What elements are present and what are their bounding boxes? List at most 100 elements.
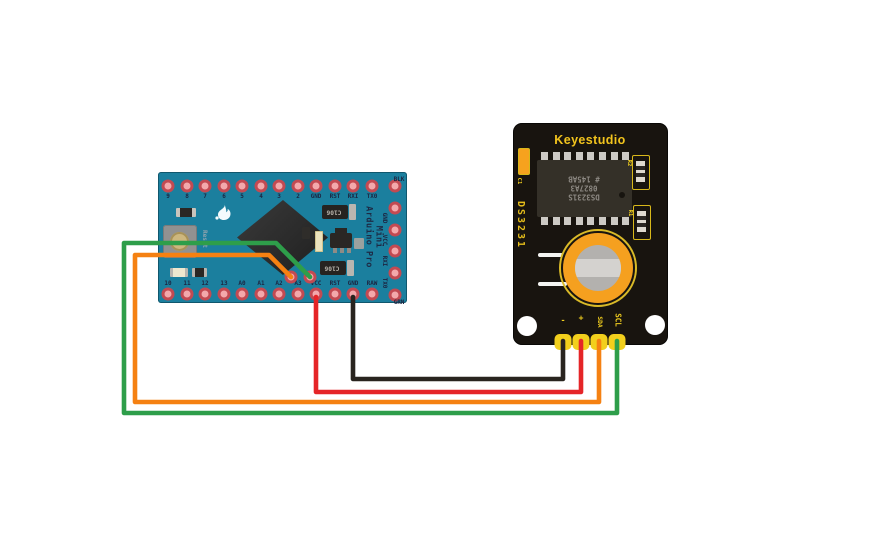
arduino-bottom-pin-a2[interactable] bbox=[272, 287, 286, 301]
capacitor-band bbox=[347, 260, 354, 276]
capacitor-c1 bbox=[518, 148, 530, 175]
rtc-pin-label--: - bbox=[560, 316, 566, 325]
pin-label: 8 bbox=[184, 193, 189, 200]
arduino-top-pin-7[interactable] bbox=[198, 179, 212, 193]
arduino-top-pin-rst[interactable] bbox=[328, 179, 341, 193]
silkscreen-line bbox=[538, 282, 567, 286]
arduino-pin-blk[interactable] bbox=[388, 179, 402, 193]
arduino-bottom-pin-a1[interactable] bbox=[254, 287, 267, 301]
arduino-bottom-pin-raw[interactable] bbox=[365, 287, 378, 301]
arduino-bottom-pin-rst[interactable] bbox=[328, 287, 341, 301]
corner-label-blk: BLK bbox=[393, 176, 405, 183]
arduino-top-pin-rxi[interactable] bbox=[346, 179, 360, 193]
ic-pin1-dot bbox=[619, 192, 625, 198]
battery-highlight bbox=[575, 259, 621, 277]
ic-leg bbox=[599, 217, 606, 225]
voltage-regulator bbox=[330, 233, 352, 248]
arduino-top-pin-8[interactable] bbox=[180, 179, 193, 193]
battery-ring bbox=[559, 229, 637, 307]
pin-label: RAW bbox=[366, 280, 377, 287]
smd-component bbox=[354, 238, 364, 249]
pin-label: VCC bbox=[310, 280, 322, 287]
flame-logo-icon bbox=[215, 203, 231, 220]
arduino-top-pin-gnd[interactable] bbox=[309, 179, 323, 193]
arduino-pin-grn[interactable] bbox=[388, 288, 402, 302]
ic-leg bbox=[610, 217, 618, 225]
ic-leg bbox=[610, 152, 618, 160]
pin-label: A3 bbox=[293, 280, 302, 287]
pin-label: RST bbox=[329, 193, 340, 200]
arduino-top-pin-tx0[interactable] bbox=[365, 179, 378, 193]
arduino-bottom-pin-13[interactable] bbox=[217, 287, 230, 301]
capacitor-c106 bbox=[320, 261, 346, 275]
brand-label: Keyestudio bbox=[554, 133, 626, 147]
wire-vcc-red[interactable] bbox=[313, 294, 584, 395]
pin-label: GND bbox=[310, 193, 322, 200]
arduino-top-pin-6[interactable] bbox=[217, 179, 230, 193]
led bbox=[170, 268, 188, 277]
regulator-tab bbox=[335, 228, 347, 234]
pin-label: 12 bbox=[201, 280, 209, 287]
capacitor-c106 bbox=[322, 205, 348, 219]
ic-leg bbox=[575, 152, 583, 160]
arduino-side-pin-vcc[interactable] bbox=[388, 223, 402, 237]
resistor-r1 bbox=[633, 205, 651, 240]
arduino-bottom-pin-11[interactable] bbox=[180, 287, 193, 301]
pin-label: GND bbox=[347, 280, 359, 287]
regulator-leg bbox=[333, 248, 337, 253]
pin-label: 6 bbox=[221, 193, 226, 200]
rtc-pin-label-+: + bbox=[578, 314, 584, 323]
wire-scl-green[interactable] bbox=[121, 240, 620, 416]
wire-gnd-black[interactable] bbox=[350, 294, 566, 382]
arduino-bottom-pin-a0[interactable] bbox=[235, 287, 249, 301]
pin-label: RST bbox=[329, 280, 340, 287]
pin-label: 5 bbox=[240, 193, 244, 200]
arduino-bottom-pin-10[interactable] bbox=[161, 287, 175, 301]
capacitor-band bbox=[349, 204, 356, 220]
ic-leg bbox=[622, 152, 630, 160]
arduino-board[interactable]: Reset C106 C106 Mini Arduino Pro bbox=[158, 172, 407, 306]
ic-leg bbox=[552, 217, 560, 225]
pin-label: A2 bbox=[275, 280, 283, 287]
mounting-hole bbox=[645, 315, 665, 335]
arduino-top-pin-3[interactable] bbox=[272, 179, 286, 193]
arduino-bottom-pin-a3[interactable] bbox=[291, 287, 304, 301]
pin-label: RXI bbox=[347, 193, 359, 200]
smd-capacitor bbox=[315, 231, 323, 252]
arduino-side-pin-rxi[interactable] bbox=[388, 244, 402, 258]
pin-label: 13 bbox=[219, 280, 228, 287]
ic-leg bbox=[575, 217, 583, 225]
resistor-r1-body bbox=[637, 211, 646, 232]
silkscreen-line bbox=[538, 253, 563, 257]
rtc-board[interactable]: Keyestudio C1 DS3231 DS3231S 0827A3 # 14… bbox=[513, 123, 668, 350]
coin-battery bbox=[575, 245, 621, 291]
resistor-r2-body bbox=[636, 161, 645, 182]
arduino-top-pin-4[interactable] bbox=[254, 179, 267, 193]
arduino-top-pin-9[interactable] bbox=[161, 179, 175, 193]
wire-sda-orange[interactable] bbox=[132, 252, 602, 405]
ic-leg bbox=[599, 152, 606, 160]
arduino-side-pin-gnd[interactable] bbox=[388, 201, 402, 215]
resistor-r2 bbox=[632, 155, 650, 190]
arduino-top-pin-5[interactable] bbox=[235, 179, 249, 193]
arduino-top-pin-2[interactable] bbox=[291, 179, 304, 193]
pin-label: TX0 bbox=[366, 193, 377, 200]
ic-leg bbox=[587, 152, 595, 160]
corner-label-grn: GRN bbox=[393, 299, 405, 306]
rtc-ic bbox=[537, 160, 632, 217]
resistor bbox=[176, 208, 196, 217]
ic-leg bbox=[564, 152, 572, 160]
pin-label: 10 bbox=[164, 280, 172, 287]
ic-leg bbox=[541, 217, 548, 225]
ic-leg bbox=[541, 152, 548, 160]
pin-label: 4 bbox=[258, 193, 263, 200]
arduino-bottom-pin-12[interactable] bbox=[198, 287, 212, 301]
pin-label: A0 bbox=[238, 280, 246, 287]
regulator-leg bbox=[340, 248, 344, 253]
pin-label: 9 bbox=[166, 193, 170, 200]
ic-leg bbox=[564, 217, 572, 225]
arduino-side-pin-tx0[interactable] bbox=[388, 266, 402, 280]
ic-leg bbox=[552, 152, 560, 160]
